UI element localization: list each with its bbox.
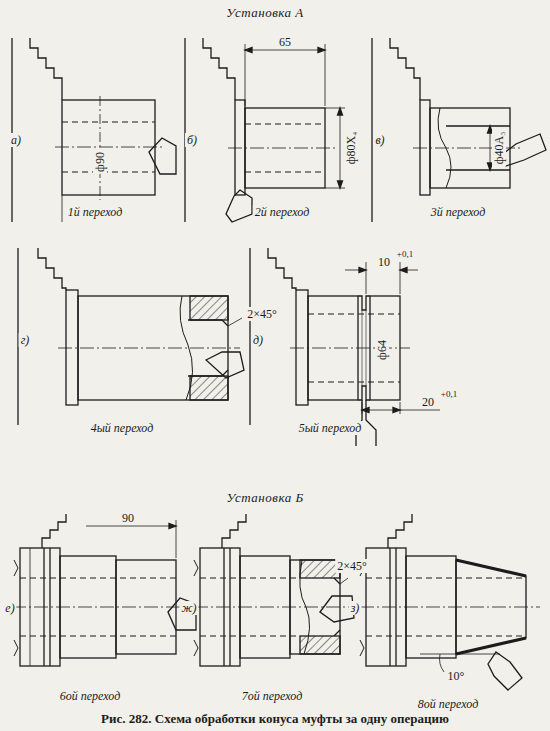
panel-letter: в): [373, 133, 386, 147]
angle-dim: 10°: [446, 669, 467, 683]
tolerance: +0,1: [395, 249, 415, 260]
panel-letter: ж): [179, 601, 198, 615]
length-dim: 90: [120, 511, 136, 525]
diameter-dim: ф80Х₄: [344, 130, 358, 167]
diameter-dim: ф40А₃: [492, 130, 506, 167]
groove-dim: 20: [420, 395, 436, 409]
diameter-dim: ф64: [375, 338, 389, 362]
panel-letter: г): [19, 333, 32, 347]
step-label: 3й переход: [429, 205, 487, 219]
groove-dim: 10: [376, 255, 392, 269]
step-label: 4ый переход: [89, 421, 156, 435]
figure-caption: Рис. 282. Схема обработки конуса муфты з…: [99, 711, 451, 726]
length-dim: 65: [277, 35, 293, 49]
panel-letter: з): [349, 601, 362, 615]
panel-letter: д): [251, 333, 265, 347]
chamfer-dim: 2×45°: [245, 307, 279, 321]
panel-letter: а): [9, 133, 23, 147]
tolerance: +0,1: [439, 389, 459, 400]
setup-heading: Установка А: [224, 5, 306, 20]
panel-letter: е): [3, 601, 16, 615]
step-label: 6ой переход: [58, 689, 122, 703]
panel-letter: б): [185, 133, 199, 147]
setup-heading: Установка Б: [224, 490, 305, 505]
chamfer-dim: 2×45°: [335, 559, 369, 573]
step-label: 2й переход: [253, 205, 311, 219]
step-label: 8ой переход: [416, 697, 480, 711]
step-label: 1й переход: [66, 205, 124, 219]
step-label: 7ой переход: [240, 689, 304, 703]
step-label: 5ый переход: [297, 421, 364, 435]
diameter-dim: ф90: [93, 150, 107, 174]
